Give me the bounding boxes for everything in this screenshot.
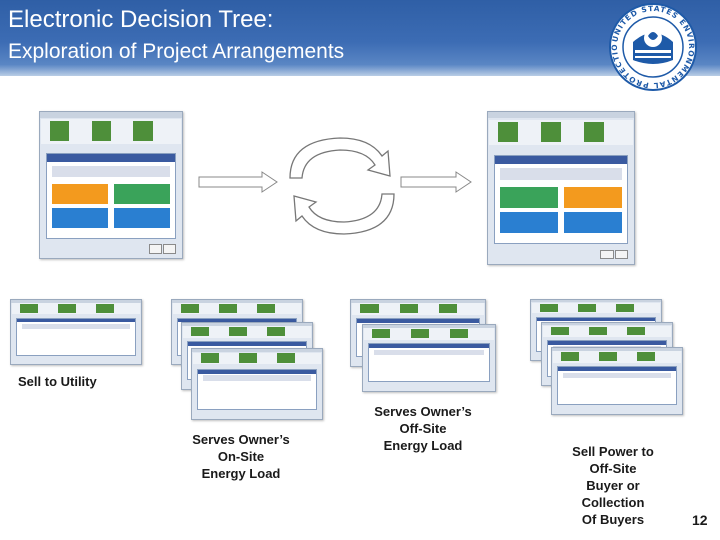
slide-title: Electronic Decision Tree: [8,6,274,33]
right-arrow-icon [400,171,472,193]
slide-subtitle: Exploration of Project Arrangements [8,40,345,63]
page-number: 12 [692,512,708,528]
caption-line: Of Buyers [581,512,645,527]
caption-line: Energy Load [201,466,281,481]
caption-on-site: Serves Owner’s On-Site Energy Load [176,431,306,482]
caption-sell-to-utility: Sell to Utility [18,374,97,389]
title-bar: Electronic Decision Tree: Exploration of… [0,0,720,76]
epa-logo-icon: UNITED STATES ENVIRONMENTAL PROTECTION A… [608,2,697,91]
right-arrow-icon [198,171,278,193]
screenshot-off-site-2 [362,324,496,392]
screenshot-on-site-3 [191,348,323,420]
screenshot-sell-to-utility [10,299,142,365]
cycle-arrows-icon [289,137,395,235]
caption-line: Buyer or [586,478,640,493]
caption-line: Collection [581,495,645,510]
caption-line: Serves Owner’s [192,432,290,447]
caption-line: Off-Site [399,421,447,436]
caption-line: Energy Load [383,438,463,453]
screenshot-renewable-arrangements-left [39,111,183,259]
caption-line: On-Site [217,449,265,464]
caption-line: Sell Power to [572,444,654,459]
caption-sell-power: Sell Power to Off-Site Buyer or Collecti… [548,443,678,528]
caption-line: Off-Site [589,461,637,476]
caption-line: Serves Owner’s [374,404,472,419]
screenshot-renewable-arrangements-right [487,111,635,265]
caption-off-site: Serves Owner’s Off-Site Energy Load [358,403,488,454]
screenshot-sell-power-3 [551,347,683,415]
